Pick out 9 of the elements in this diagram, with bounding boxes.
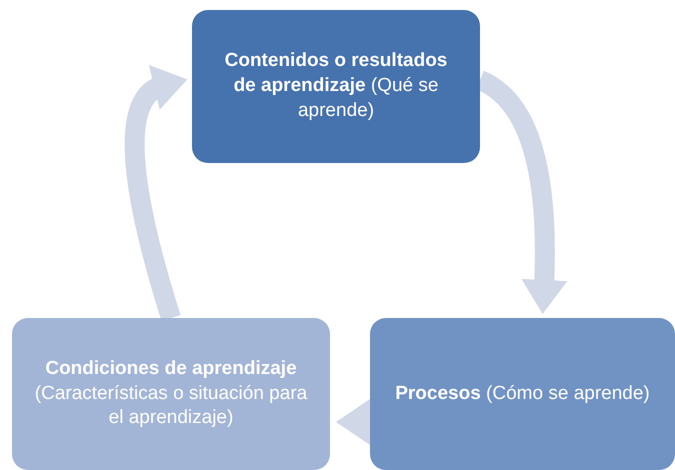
process-box xyxy=(12,318,330,470)
node-text: Contenidos o resultados de aprendizaje (Qué se aprende) xyxy=(224,49,448,123)
process-box xyxy=(370,318,675,470)
node-text: Condiciones de aprendizaje xyxy=(45,356,297,381)
cycle-arrow xyxy=(336,399,370,445)
cycle-arrow xyxy=(124,68,186,321)
node-text: (Características o situación para el aprendizaje) xyxy=(34,382,308,430)
process-box xyxy=(192,10,480,163)
node-text: Procesos (Cómo se aprende) xyxy=(395,382,650,406)
